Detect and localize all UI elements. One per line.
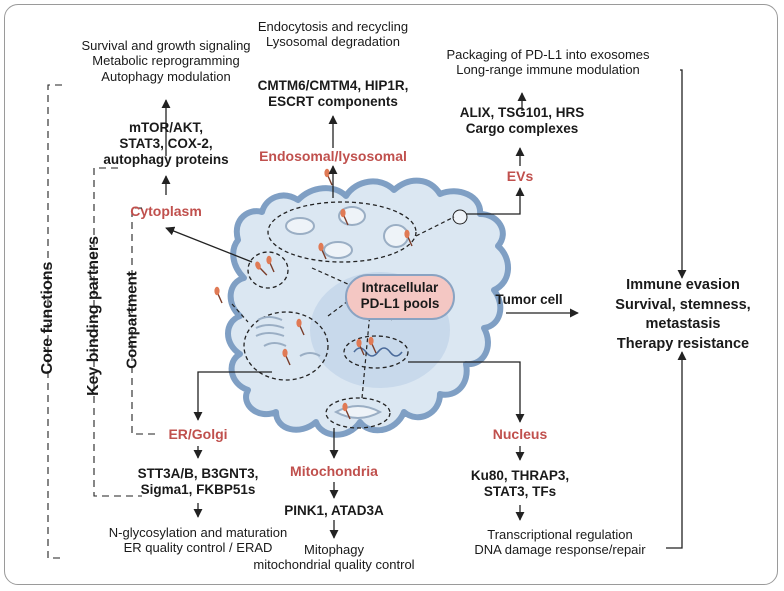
evs-title: EVs — [506, 168, 534, 184]
endosome-compartment — [267, 201, 417, 263]
function-line: mitochondrial quality control — [253, 557, 415, 573]
key-binding-partners-label: Key binding partners — [85, 235, 102, 397]
evs-partners: ALIX, TSG101, HRS Cargo complexes — [460, 105, 585, 137]
function-line: Survival and growth signaling — [81, 38, 251, 53]
nucleus-partners: Ku80, THRAP3, STAT3, TFs — [471, 468, 569, 500]
er-golgi-partners: STT3A/B, B3GNT3, Sigma1, FKBP51s — [138, 466, 259, 498]
partner-line: STAT3, TFs — [483, 483, 557, 499]
vesicles — [285, 206, 409, 259]
function-line: Autophagy modulation — [101, 68, 231, 84]
partner-line: Sigma1, FKBP51s — [140, 481, 256, 497]
pdl1-pool-box — [345, 274, 455, 320]
nucleus-title: Nucleus — [492, 426, 548, 442]
function-line: Packaging of PD-L1 into exosomes — [446, 47, 650, 62]
function-line: Metabolic reprogramming — [92, 53, 240, 69]
outcome-line: metastasis — [645, 316, 721, 333]
cytoplasm-partners: mTOR/AKT, STAT3, COX-2, autophagy protei… — [103, 120, 228, 168]
er-golgi-functions: N-glycosylation and maturation ER qualit… — [109, 525, 287, 556]
dna-helix — [353, 347, 403, 357]
cytoplasm-functions: Survival and growth signaling Metabolic … — [81, 38, 250, 84]
nucleus-compartment — [343, 335, 409, 369]
outcomes-block: Immune evasion Survival, stemness, metas… — [615, 276, 750, 355]
figure-frame — [4, 4, 778, 585]
partner-line: ALIX, TSG101, HRS — [459, 105, 585, 120]
endosomal-partners: CMTM6/CMTM4, HIP1R, ESCRT components — [258, 78, 409, 110]
function-line: ER quality control / ERAD — [123, 540, 273, 556]
endosomal-title: Endosomal/lysosomal — [259, 148, 407, 164]
function-line: Endocytosis and recycling — [257, 19, 409, 34]
partner-line: mTOR/AKT, — [128, 120, 204, 135]
partner-line: STAT3, COX-2, — [119, 135, 213, 151]
partner-line: PINK1, ATAD3A — [284, 503, 384, 518]
partner-line: STT3A/B, B3GNT3, — [137, 466, 259, 481]
bracket-lines — [47, 84, 158, 559]
mitochondria-partners: PINK1, ATAD3A — [284, 503, 384, 519]
function-line: DNA damage response/repair — [474, 542, 646, 558]
function-line: Long-range immune modulation — [456, 62, 640, 78]
mitochondria-compartment — [325, 397, 391, 429]
cytoplasm-compartment — [247, 251, 289, 289]
cytoplasm-title: Cytoplasm — [130, 203, 202, 219]
pdl1-pool-label: Intracellular PD-L1 pools — [361, 280, 440, 312]
partner-line: ESCRT components — [268, 93, 398, 109]
er-golgi-compartment — [243, 311, 329, 381]
outcome-line: Therapy resistance — [616, 336, 750, 353]
outcome-line: Survival, stemness, — [615, 296, 751, 313]
function-line: Transcriptional regulation — [487, 527, 633, 542]
mitochondria-functions: Mitophagy mitochondrial quality control — [253, 542, 414, 573]
partner-line: autophagy proteins — [103, 151, 229, 167]
partner-line: Ku80, THRAP3, — [470, 468, 570, 483]
partner-line: Cargo complexes — [465, 120, 579, 136]
tumor-cell-label: Tumor cell — [495, 292, 563, 307]
function-line: Mitophagy — [304, 542, 364, 557]
pool-line: Intracellular — [361, 280, 439, 295]
core-functions-label: Core functions — [39, 261, 56, 375]
nucleus-functions: Transcriptional regulation DNA damage re… — [474, 527, 645, 558]
outcome-line: Immune evasion — [626, 277, 740, 293]
mitochondria-title: Mitochondria — [290, 463, 378, 479]
function-line: N-glycosylation and maturation — [108, 525, 288, 540]
golgi-stacks — [255, 316, 321, 357]
partner-line: CMTM6/CMTM4, HIP1R, — [257, 78, 409, 93]
endosomal-functions: Endocytosis and recycling Lysosomal degr… — [258, 19, 408, 50]
function-line: Lysosomal degradation — [266, 34, 400, 50]
compartment-label: Compartment — [123, 271, 141, 369]
ev-vesicle — [452, 209, 468, 225]
pool-line: PD-L1 pools — [360, 295, 440, 311]
arrows — [161, 69, 687, 549]
er-golgi-title: ER/Golgi — [168, 426, 228, 442]
evs-functions: Packaging of PD-L1 into exosomes Long-ra… — [446, 47, 649, 78]
